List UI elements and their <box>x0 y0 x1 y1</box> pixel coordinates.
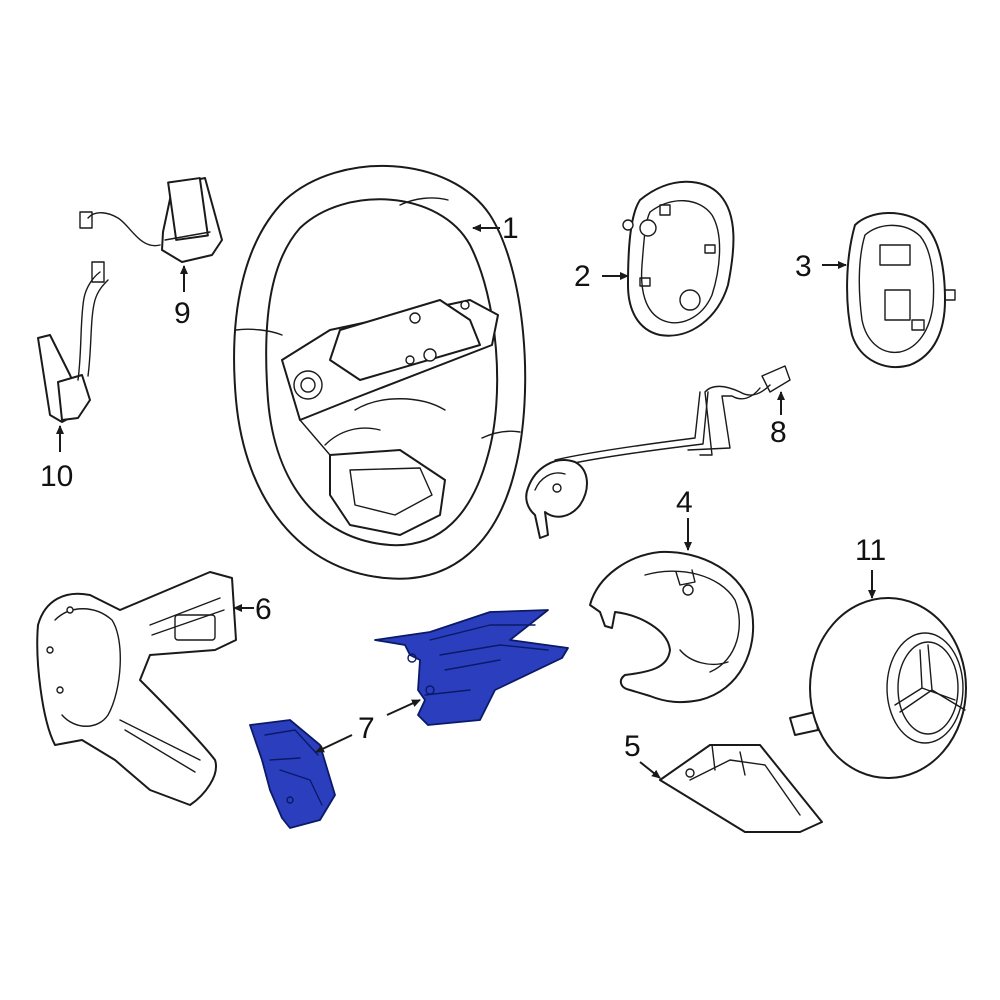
callout-4: 4 <box>676 486 693 519</box>
part-3-control-module[interactable] <box>846 212 956 368</box>
part-11-airbag[interactable] <box>789 597 967 779</box>
callout-9: 9 <box>174 297 191 330</box>
part-6-trim-cover[interactable] <box>36 571 237 806</box>
callout-10: 10 <box>40 460 73 493</box>
part-4-lower-cover[interactable] <box>589 550 755 704</box>
part-8-wiring-harness[interactable] <box>525 365 791 539</box>
callout-8: 8 <box>770 416 787 449</box>
part-9-switch[interactable] <box>79 177 223 263</box>
callout-11: 11 <box>855 534 886 567</box>
callout-5: 5 <box>624 730 641 763</box>
part-5-trim-panel[interactable] <box>659 744 823 833</box>
part-2-mounting-plate[interactable] <box>622 180 735 337</box>
callout-1: 1 <box>502 212 519 245</box>
part-10-paddle-shifter[interactable] <box>37 261 109 423</box>
callout-7: 7 <box>358 712 375 745</box>
part-1-steering-wheel[interactable] <box>233 164 527 580</box>
part-7-switch-housing[interactable] <box>249 609 569 829</box>
callout-2: 2 <box>574 260 591 293</box>
callout-3: 3 <box>795 250 812 283</box>
callout-6: 6 <box>255 593 272 626</box>
